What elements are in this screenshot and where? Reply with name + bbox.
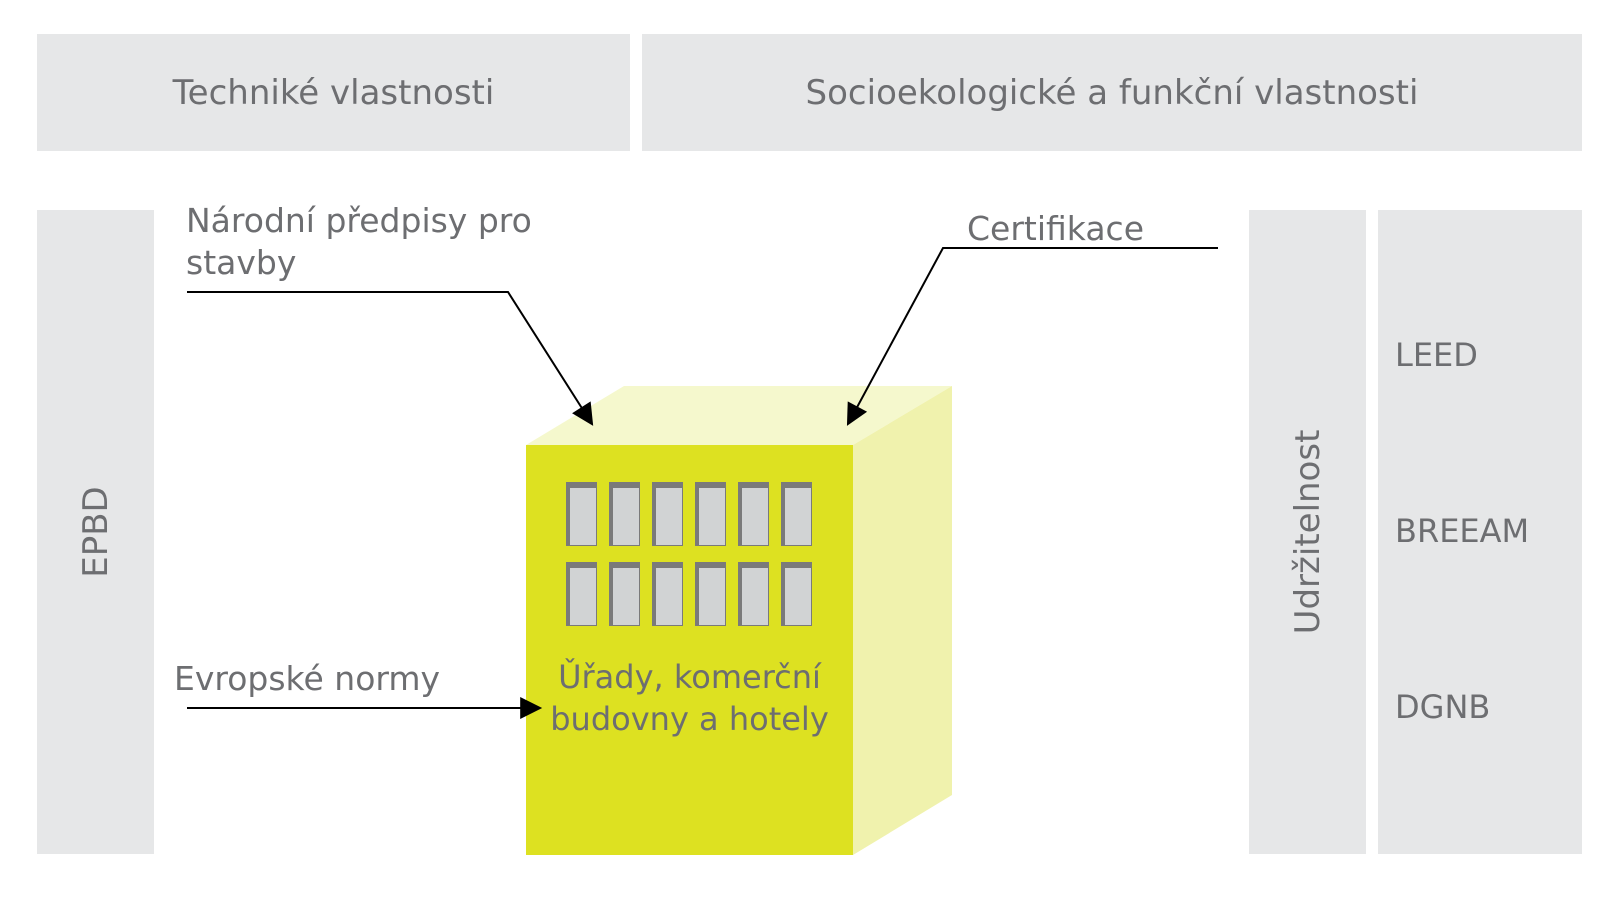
window-pane <box>613 488 639 545</box>
window-pane <box>742 568 768 625</box>
window-pane <box>570 568 596 625</box>
sustainability-panel: Udržitelnost <box>1249 210 1366 854</box>
header-socio-properties: Socioekologické a funkční vlastnosti <box>642 34 1582 151</box>
certificate-dgnb: DGNB <box>1395 688 1491 726</box>
label-national-line1: Národní předpisy pro <box>186 201 532 240</box>
window-pane <box>742 488 768 545</box>
certificate-leed: LEED <box>1395 336 1478 374</box>
arrow-national-regulations <box>187 291 594 426</box>
epbd-panel: EPBD <box>37 210 154 854</box>
label-european-norms: Evropské normy <box>174 659 441 698</box>
header-socio-label: Socioekologické a funkční vlastnosti <box>805 72 1419 113</box>
header-technical-properties: Techniké vlastnosti <box>37 34 630 151</box>
building-caption-line2: budovny a hotely <box>550 700 829 738</box>
building-side-face <box>853 386 952 855</box>
certificate-breeam: BREEAM <box>1395 512 1530 550</box>
window-pane <box>656 568 682 625</box>
header-technical-label: Techniké vlastnosti <box>172 72 495 113</box>
label-certification: Certifikace <box>967 209 1145 248</box>
window-pane <box>570 488 596 545</box>
building <box>526 386 952 855</box>
window-pane <box>699 568 725 625</box>
window-pane <box>785 488 811 545</box>
window-pane <box>785 568 811 625</box>
window-pane <box>656 488 682 545</box>
building-top-face <box>526 386 952 445</box>
label-national-line2: stavby <box>186 243 297 282</box>
window-pane <box>613 568 639 625</box>
arrow-certification <box>846 247 1218 426</box>
window-pane <box>699 488 725 545</box>
building-windows <box>566 482 812 626</box>
building-caption-line1: Ǔřady, komerční <box>558 658 821 696</box>
building-caption: Ǔřady, komerční budovny a hotely <box>526 656 853 740</box>
label-national-regulations: Národní předpisy pro stavby <box>186 200 532 284</box>
certificates-panel: LEED BREEAM DGNB <box>1378 210 1582 854</box>
